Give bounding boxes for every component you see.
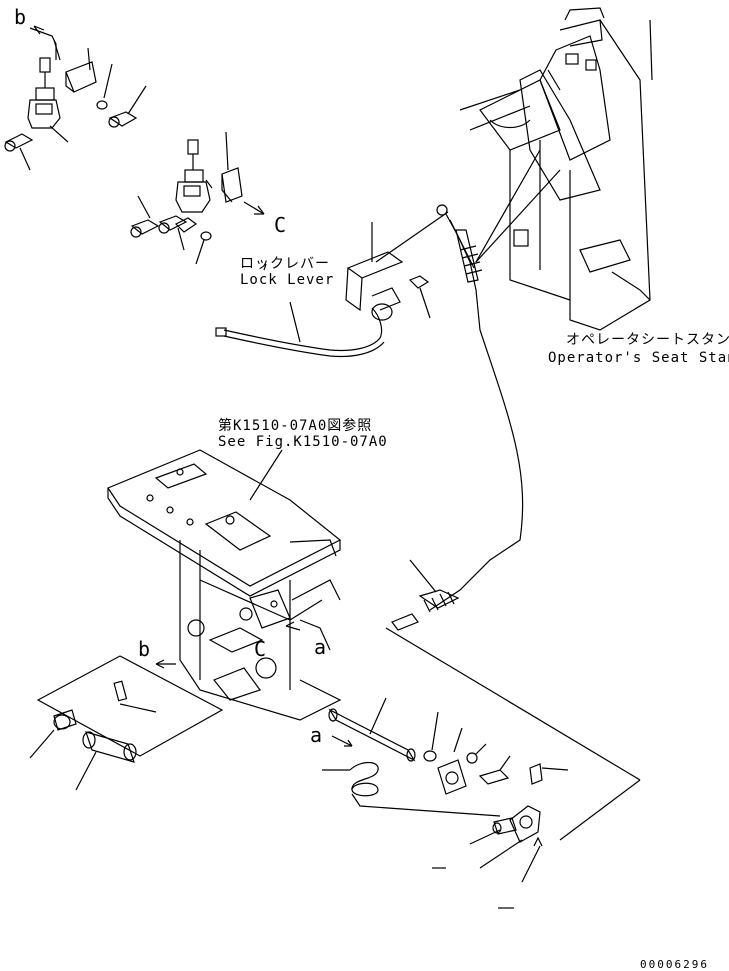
arrow-b-top [33, 25, 45, 35]
seat-stand-label-jp: オペレータシートスタンド [566, 332, 729, 348]
lock-lever [215, 211, 449, 358]
see-fig-label-en: See Fig.K1510-07A0 [218, 434, 388, 450]
seat-stand-label-en: Operator's Seat Stand [548, 350, 729, 366]
flange-bearing [423, 711, 569, 795]
ref-letter-c-frame: C [254, 637, 266, 661]
floor-frame [107, 263, 342, 721]
ref-letter-b-top: b [14, 5, 26, 29]
lock-lever-label-jp: ロックレバー [240, 256, 330, 272]
ref-letter-b-left: b [138, 637, 150, 661]
arrow-b-left [155, 659, 176, 669]
drawing-number: 00006296 [640, 958, 709, 971]
lever-bracket [432, 779, 641, 909]
linkage-rod [328, 697, 416, 762]
ref-letter-c-mid: C [274, 213, 286, 237]
lock-lever-label-en: Lock Lever [240, 272, 334, 288]
ref-letter-a-lower: a [310, 723, 322, 747]
operator-seat-stand [459, 7, 653, 331]
see-fig-label-jp: 第K1510-07A0図参照 [218, 417, 372, 434]
switch-assembly-b [4, 27, 147, 171]
return-spring [322, 761, 501, 817]
arrow-c-mid [243, 201, 265, 215]
pin-bushing-detail [29, 655, 224, 791]
arrow-c-frame [285, 621, 301, 631]
ref-letter-a-right: a [314, 635, 326, 659]
arrow-a-lower [331, 735, 353, 747]
control-cable [385, 149, 641, 781]
switch-assembly-c [130, 131, 243, 265]
